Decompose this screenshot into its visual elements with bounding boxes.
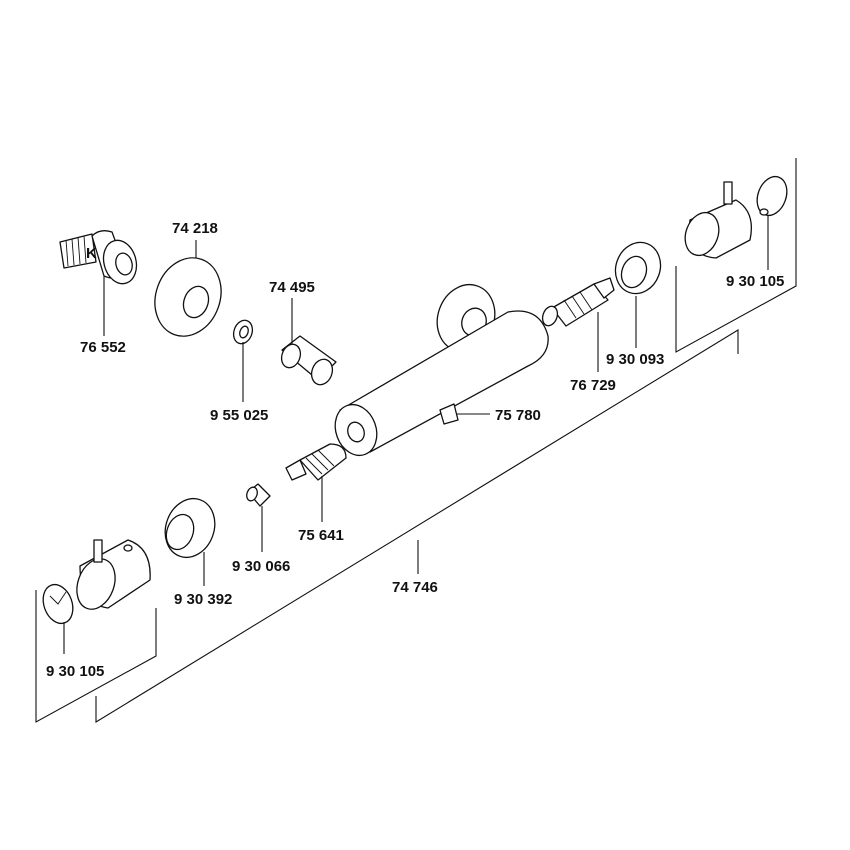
label-74218: 74 218 <box>172 220 218 237</box>
label-930066: 9 30 066 <box>232 558 290 575</box>
part-74495-nipple <box>280 335 337 386</box>
part-right-handle <box>684 181 753 259</box>
label-76552: 76 552 <box>80 339 126 356</box>
bracket-right-handle <box>675 158 797 353</box>
bracket-body-assembly <box>95 329 739 723</box>
leader-lines <box>35 158 797 723</box>
label-75641: 75 641 <box>298 527 344 544</box>
label-930105-left: 9 30 105 <box>46 663 104 680</box>
label-930093: 9 30 093 <box>606 351 664 368</box>
label-955025: 9 55 025 <box>210 407 268 424</box>
bracket-left-handle <box>35 590 157 723</box>
connector-letter: K <box>86 245 97 262</box>
part-76552-connector: K <box>59 230 138 285</box>
label-930105-right: 9 30 105 <box>726 273 784 290</box>
part-74218-rosette <box>154 257 222 337</box>
part-labels: 76 552 74 218 74 495 9 55 025 9 30 105 9… <box>46 220 784 680</box>
part-74746-body <box>334 283 549 457</box>
label-75780: 75 780 <box>495 407 541 424</box>
label-74746: 74 746 <box>392 579 438 596</box>
part-76729-cartridge <box>541 277 615 327</box>
label-74495: 74 495 <box>269 279 315 296</box>
part-930105-left-cap <box>42 583 74 625</box>
label-930392: 9 30 392 <box>174 591 232 608</box>
part-930093-nut <box>614 241 662 295</box>
part-930392-stopring <box>164 497 216 559</box>
part-930066-screw <box>246 483 271 507</box>
label-76729: 76 729 <box>570 377 616 394</box>
part-left-handle <box>76 539 151 610</box>
part-955025-washer <box>232 319 254 345</box>
part-930105-right-cap <box>756 175 788 217</box>
part-75641-cartridge <box>285 443 347 481</box>
